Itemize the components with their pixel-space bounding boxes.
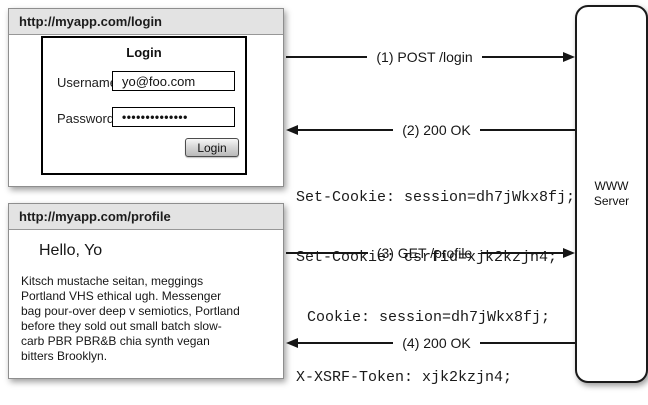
arrowhead-left-icon <box>286 125 298 135</box>
message-arrow-200-ok-login: (2) 200 OK <box>286 119 576 141</box>
login-form-heading: Login <box>126 45 162 60</box>
password-label: Password <box>57 111 115 126</box>
arrow-line <box>481 252 563 254</box>
www-server-label: WWW Server <box>594 179 629 209</box>
arrowhead-left-icon <box>286 338 298 348</box>
arrow-line <box>481 56 564 58</box>
profile-body-text: Kitsch mustache seitan, meggings Portlan… <box>21 274 240 363</box>
login-form: Login Username Password Login <box>41 36 247 175</box>
arrow-line <box>298 129 394 131</box>
header-line: X-XSRF-Token: xjk2kzjn4; <box>296 369 513 386</box>
server-label-line2: Server <box>593 194 630 208</box>
arrow-line <box>286 56 368 58</box>
message-label: (2) 200 OK <box>402 122 471 138</box>
header-line: Cookie: session=dh7jWkx8fj; <box>307 309 551 326</box>
username-label: Username <box>57 75 117 90</box>
server-label-line1: WWW <box>594 179 629 193</box>
username-input[interactable] <box>112 71 235 91</box>
arrowhead-right-icon <box>563 248 575 258</box>
message-arrow-200-ok-profile: (4) 200 OK <box>286 332 576 354</box>
www-server-node: WWW Server <box>575 5 648 383</box>
arrow-line <box>479 129 576 131</box>
profile-greeting: Hello, Yo <box>39 242 103 259</box>
profile-window-titlebar: http://myapp.com/profile <box>9 204 283 230</box>
arrow-line <box>298 342 394 344</box>
login-window-titlebar: http://myapp.com/login <box>9 9 283 35</box>
arrow-line <box>479 342 576 344</box>
message-label: (1) POST /login <box>376 49 473 65</box>
arrow-line <box>286 252 368 254</box>
message-label: (3) GET /profile <box>376 245 473 261</box>
request-headers: Cookie: session=dh7jWkx8fj; X-XSRF-Token… <box>296 268 550 405</box>
profile-browser-window: http://myapp.com/profile Hello, Yo Kitsc… <box>8 203 284 379</box>
login-button[interactable]: Login <box>185 138 239 157</box>
arrowhead-right-icon <box>563 52 576 62</box>
message-arrow-post-login: (1) POST /login <box>286 46 576 68</box>
message-arrow-get-profile: (3) GET /profile <box>286 242 575 264</box>
message-label: (4) 200 OK <box>402 335 471 351</box>
password-input[interactable] <box>112 107 235 127</box>
login-browser-window: http://myapp.com/login Login Username Pa… <box>8 8 284 187</box>
header-line: Set-Cookie: session=dh7jWkx8fj; <box>296 189 576 206</box>
